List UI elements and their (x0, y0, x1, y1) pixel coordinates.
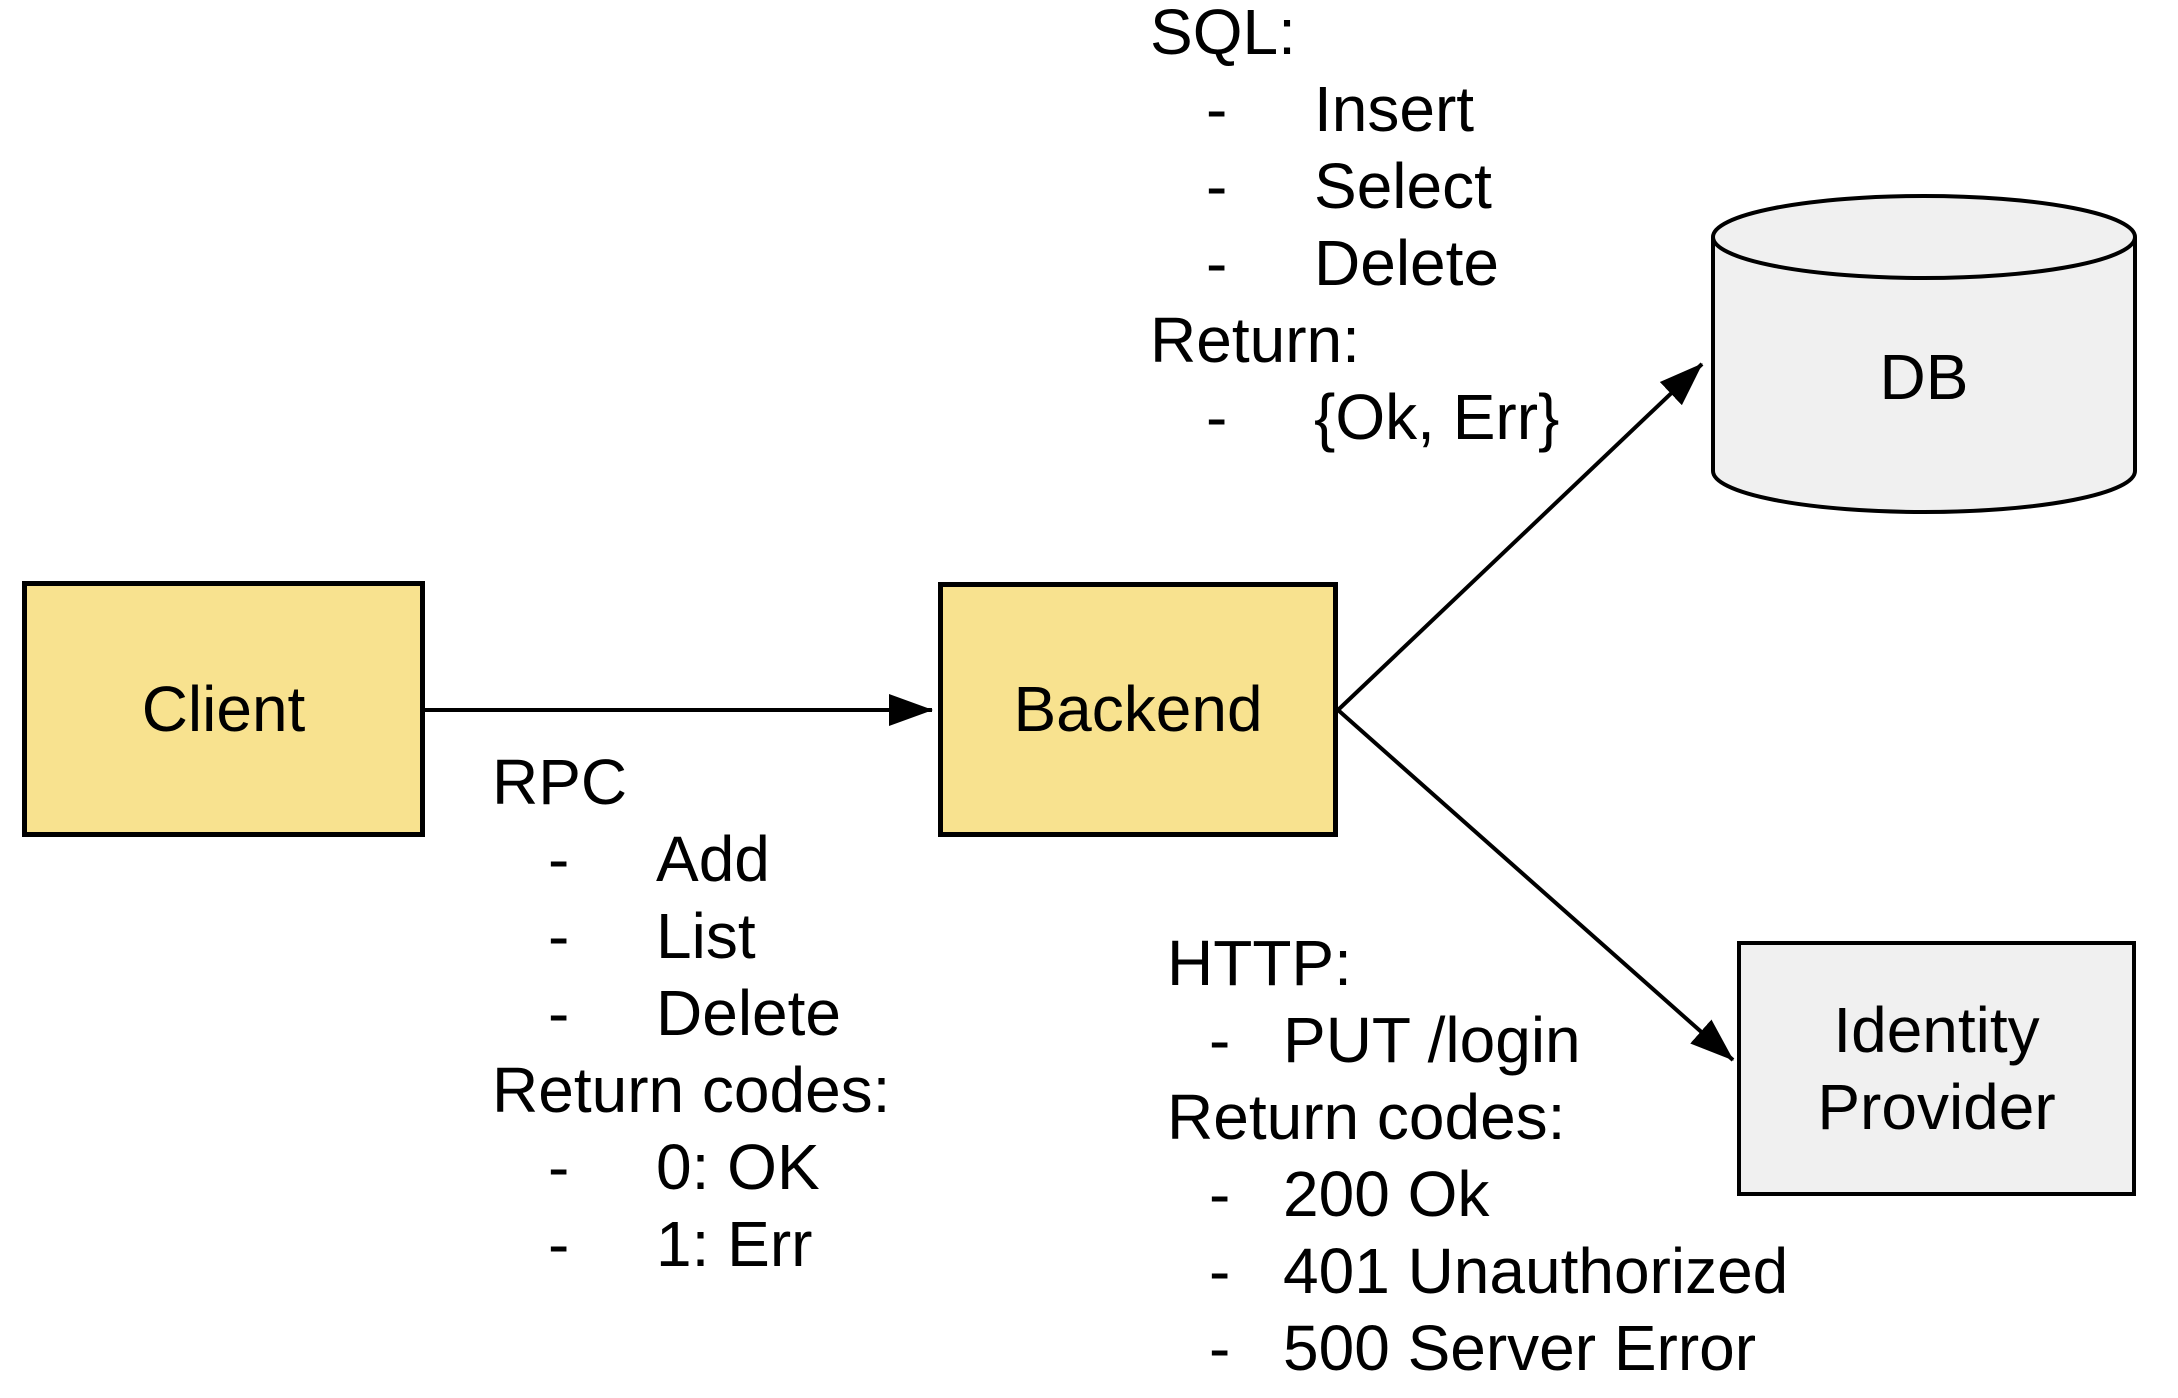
rpc-return-err: - 1: Err (492, 1206, 890, 1283)
sql-title: SQL: (1150, 0, 1296, 68)
http-annotation: HTTP: - PUT /login Return codes: - 200 O… (1167, 925, 1788, 1387)
db-cylinder-shape (1711, 194, 2137, 514)
backend-db-arrow (1336, 362, 1704, 712)
http-return-401: - 401 Unauthorized (1167, 1233, 1788, 1310)
client-node: Client (22, 581, 425, 837)
backend-label: Backend (1013, 673, 1263, 745)
bullet-dash: - (1206, 227, 1228, 299)
bullet-dash: - (1209, 1158, 1231, 1230)
http-operation-put-login: - PUT /login (1167, 1002, 1581, 1079)
rpc-operation-delete: - Delete (492, 975, 890, 1052)
backend-node: Backend (938, 582, 1338, 837)
identity-provider-label-line1: Identity (1833, 993, 2040, 1066)
identity-provider-node: Identity Provider (1737, 941, 2136, 1196)
bullet-dash: - (548, 1208, 570, 1280)
bullet-dash: - (1206, 150, 1228, 222)
bullet-dash: - (1209, 1004, 1231, 1076)
db-label: DB (1879, 341, 1969, 413)
rpc-operation-list: - List (492, 898, 890, 975)
bullet-dash: - (1206, 73, 1228, 145)
sql-return-value: - {Ok, Err} (1150, 379, 1559, 456)
bullet-dash: - (548, 823, 570, 895)
bullet-dash: - (1206, 381, 1228, 453)
sql-annotation: SQL: - Insert - Select - Delete Return: … (1150, 0, 1559, 456)
bullet-dash: - (548, 900, 570, 972)
bullet-dash: - (1209, 1235, 1231, 1307)
bullet-dash: - (1209, 1312, 1231, 1384)
db-node: DB (1710, 193, 2138, 515)
rpc-return-title: Return codes: (492, 1054, 891, 1126)
sql-operation-select: - Select (1150, 148, 1492, 225)
http-return-200: - 200 Ok (1167, 1156, 1565, 1233)
client-label: Client (141, 672, 306, 745)
backend-idp-arrow (1336, 708, 1735, 1062)
rpc-return-ok: - 0: OK (492, 1129, 890, 1206)
sql-return-title: Return: (1150, 304, 1360, 376)
bullet-dash: - (548, 977, 570, 1049)
http-return-500: - 500 Server Error (1167, 1310, 1756, 1387)
rpc-title: RPC (492, 746, 628, 818)
identity-provider-label-line2: Provider (1817, 1070, 2056, 1143)
rpc-operation-add: - Add (492, 821, 890, 898)
sql-operation-delete: - Delete (1150, 225, 1499, 302)
sql-operation-insert: - Insert (1150, 71, 1474, 148)
http-return-title: Return codes: (1167, 1081, 1566, 1153)
bullet-dash: - (548, 1131, 570, 1203)
http-title: HTTP: (1167, 927, 1352, 999)
rpc-annotation: RPC - Add - List - Delete Return codes: … (492, 744, 890, 1283)
